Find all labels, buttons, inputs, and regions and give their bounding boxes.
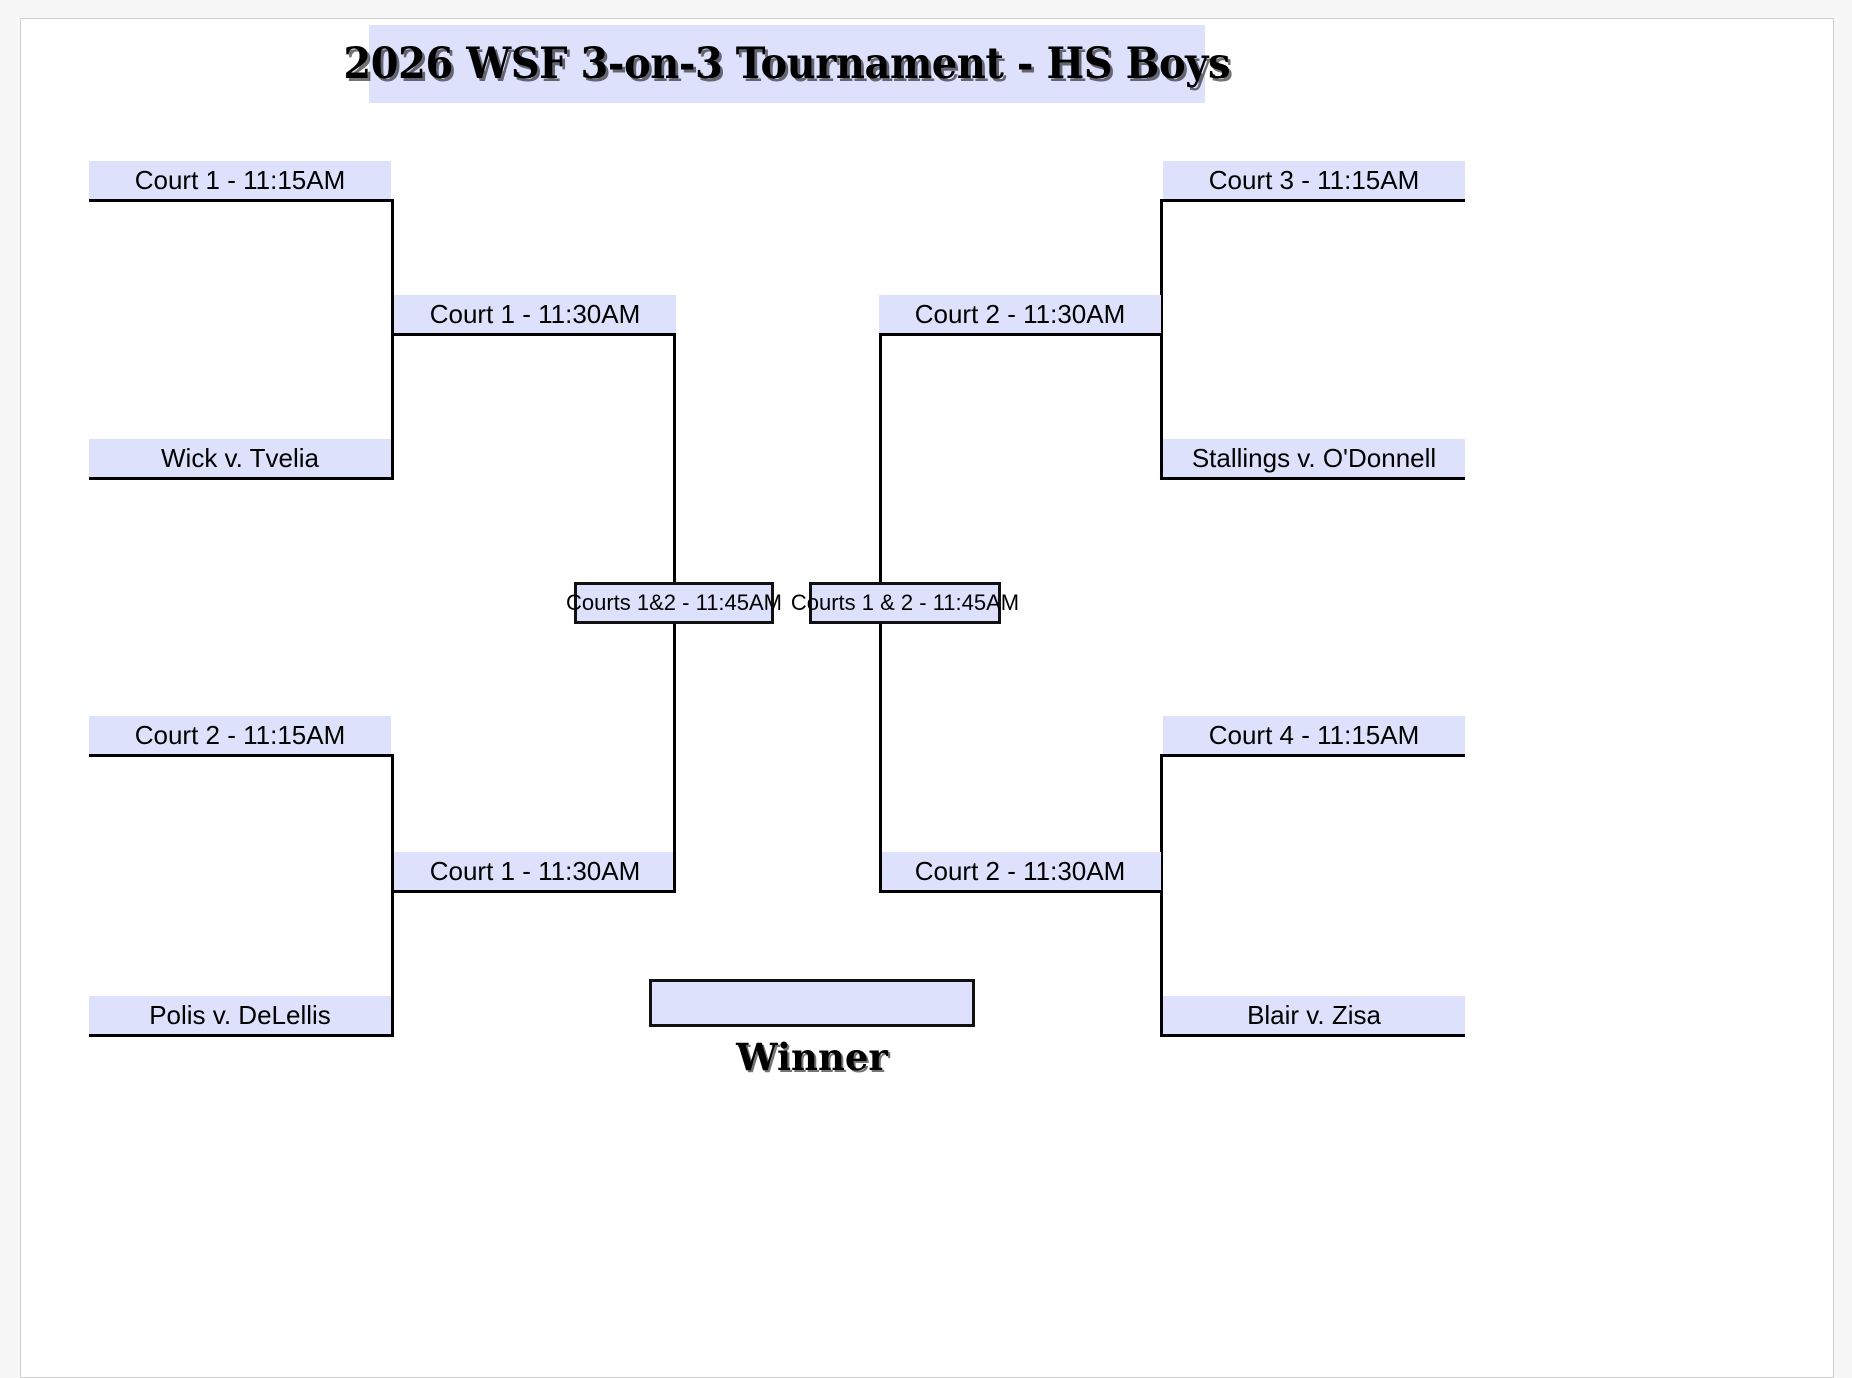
left-round1-match2-bottom-line: [89, 1034, 394, 1037]
right-round1-match2-top-line: [1160, 754, 1465, 757]
right-round1-match2-label[interactable]: Court 4 - 11:15AM: [1163, 716, 1465, 754]
left-round2-match2-line: [391, 890, 676, 893]
left-round2-match1-label[interactable]: Court 1 - 11:30AM: [394, 295, 676, 333]
right-semifinal-label[interactable]: Courts 1 & 2 - 11:45AM: [791, 582, 1019, 624]
right-round2-match2-label[interactable]: Court 2 - 11:30AM: [879, 852, 1161, 890]
left-round1-match1-matchup[interactable]: Wick v. Tvelia: [89, 439, 391, 477]
right-round1-match1-label[interactable]: Court 3 - 11:15AM: [1163, 161, 1465, 199]
left-round2-match2-label[interactable]: Court 1 - 11:30AM: [394, 852, 676, 890]
page-title: 2026 WSF 3-on-3 Tournament - HS Boys: [343, 39, 1231, 89]
right-round2-match2-line: [879, 890, 1163, 893]
right-round1-match1-matchup[interactable]: Stallings v. O'Donnell: [1163, 439, 1465, 477]
left-round1-match2-matchup[interactable]: Polis v. DeLellis: [89, 996, 391, 1034]
right-round2-match1-line: [879, 333, 1163, 336]
left-round1-match2-top-line: [89, 754, 394, 757]
left-round1-match2-connector: [391, 754, 394, 1037]
left-round2-match1-line: [391, 333, 676, 336]
left-round1-match1-top-line: [89, 199, 394, 202]
right-round1-match1-bottom-line: [1160, 477, 1465, 480]
winner-value-box[interactable]: [649, 979, 975, 1027]
title-banner: 2026 WSF 3-on-3 Tournament - HS Boys: [344, 25, 1231, 103]
left-round1-match2-label[interactable]: Court 2 - 11:15AM: [89, 716, 391, 754]
winner-label: Winner: [736, 1035, 888, 1079]
right-round1-match1-connector: [1160, 199, 1163, 480]
right-round1-match2-matchup[interactable]: Blair v. Zisa: [1163, 996, 1465, 1034]
right-round2-match1-label[interactable]: Court 2 - 11:30AM: [879, 295, 1161, 333]
right-round1-match2-bottom-line: [1160, 1034, 1465, 1037]
left-round1-match1-bottom-line: [89, 477, 394, 480]
right-round1-match1-top-line: [1160, 199, 1465, 202]
right-round1-match2-connector: [1160, 754, 1163, 1037]
left-round1-match1-label[interactable]: Court 1 - 11:15AM: [89, 161, 391, 199]
left-round1-match1-connector: [391, 199, 394, 480]
left-semifinal-label[interactable]: Courts 1&2 - 11:45AM: [566, 582, 782, 624]
bracket-sheet: 2026 WSF 3-on-3 Tournament - HS Boys Cou…: [20, 18, 1834, 1378]
